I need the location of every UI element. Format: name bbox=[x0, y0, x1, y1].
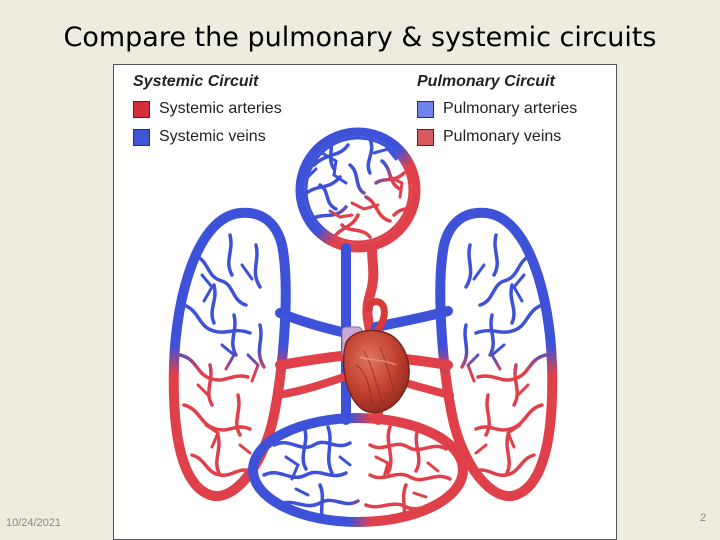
pulmonary-veins-swatch bbox=[417, 128, 434, 146]
legend-item-systemic-arteries: Systemic arteries bbox=[133, 99, 282, 119]
head-capillary-bed bbox=[295, 127, 421, 253]
slide-title: Compare the pulmonary & systemic circuit… bbox=[63, 22, 657, 53]
legend-label: Pulmonary veins bbox=[443, 128, 562, 145]
heart-illustration bbox=[341, 298, 410, 414]
pulmonary-arteries-swatch bbox=[417, 100, 434, 118]
legend-item-pulmonary-veins: Pulmonary veins bbox=[417, 127, 561, 147]
legend-label: Systemic arteries bbox=[159, 100, 282, 117]
circulation-figure: Systemic Circuit Systemic arteries Syste… bbox=[113, 64, 617, 540]
right-lung-capillary-bed bbox=[435, 207, 558, 502]
slide-page-number: 2 bbox=[700, 512, 707, 524]
legend-item-pulmonary-arteries: Pulmonary arteries bbox=[417, 99, 577, 119]
systemic-veins-swatch bbox=[133, 128, 150, 146]
systemic-arteries-swatch bbox=[133, 100, 150, 118]
left-lung-capillary-bed bbox=[168, 207, 291, 502]
slide-date: 10/24/2021 bbox=[6, 517, 62, 529]
legend-systemic-heading: Systemic Circuit bbox=[133, 73, 259, 90]
body-capillary-bed bbox=[248, 413, 468, 527]
legend-item-systemic-veins: Systemic veins bbox=[133, 127, 266, 147]
legend-label: Systemic veins bbox=[159, 128, 266, 145]
legend-pulmonary-heading: Pulmonary Circuit bbox=[417, 73, 555, 90]
legend-label: Pulmonary arteries bbox=[443, 100, 578, 117]
circulation-diagram bbox=[168, 127, 558, 527]
